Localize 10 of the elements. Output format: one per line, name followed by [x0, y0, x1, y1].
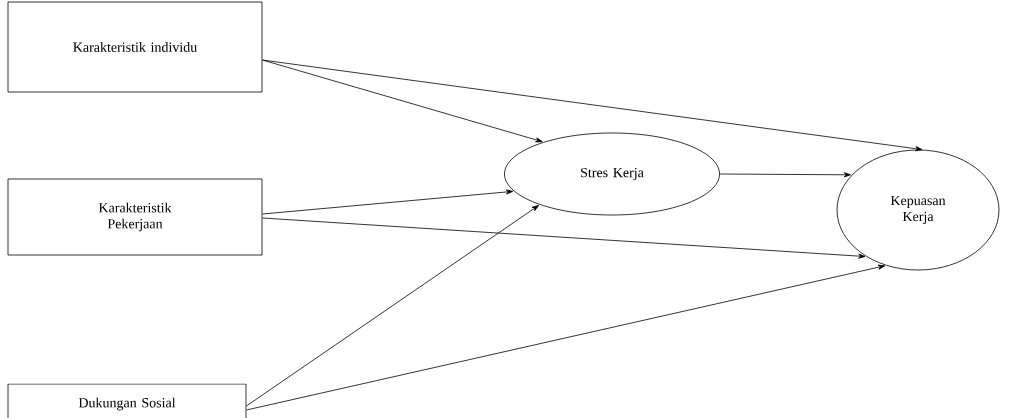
arrow: [262, 59, 543, 143]
arrow: [246, 264, 886, 411]
arrow: [262, 217, 866, 259]
process-box: Karakteristik Pekerjaan: [7, 178, 263, 256]
process-box: Karakteristik individu: [7, 1, 263, 93]
arrow: [246, 205, 539, 407]
process-box: Dukungan Sosial: [7, 383, 247, 418]
arrow: [719, 172, 851, 178]
arrow: [262, 59, 923, 152]
arrow: [262, 189, 514, 215]
